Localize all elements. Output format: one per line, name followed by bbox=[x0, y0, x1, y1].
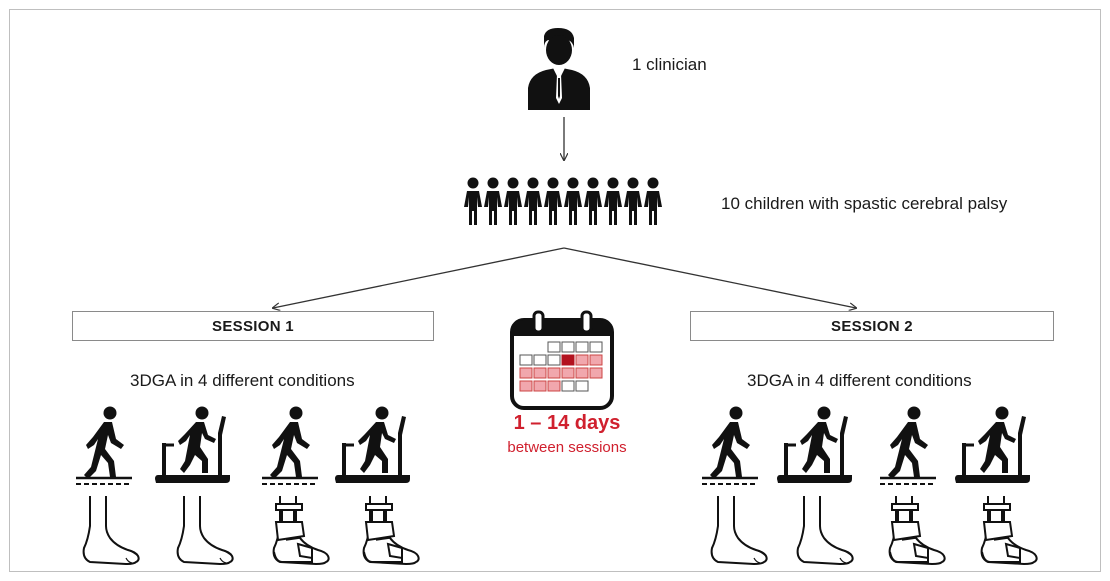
arrow-to-session-2 bbox=[563, 247, 856, 308]
calendar-day-cell bbox=[589, 354, 603, 366]
child-icon bbox=[544, 177, 562, 225]
child-icon bbox=[504, 177, 522, 225]
barefoot-icon bbox=[176, 496, 234, 565]
overground-walking-icon bbox=[74, 405, 134, 485]
calendar-day-cell bbox=[589, 367, 603, 379]
calendar-day-cell bbox=[561, 380, 575, 392]
diagram-frame bbox=[9, 9, 1101, 572]
child-icon bbox=[624, 177, 642, 225]
ankle-foot-orthosis-icon bbox=[362, 496, 420, 565]
treadmill-walking-icon bbox=[153, 405, 232, 485]
barefoot-icon bbox=[710, 496, 768, 565]
child-icon bbox=[644, 177, 662, 225]
session-1-title: SESSION 1 bbox=[212, 317, 294, 335]
children-icon-row bbox=[464, 177, 662, 225]
interval-caption: between sessions bbox=[507, 439, 627, 456]
session-1-conditions bbox=[74, 405, 420, 565]
calendar-day-cell bbox=[575, 354, 589, 366]
ankle-foot-orthosis-icon bbox=[980, 496, 1038, 565]
child-icon bbox=[564, 177, 582, 225]
clinician-icon bbox=[528, 28, 590, 110]
calendar-day-cell bbox=[561, 367, 575, 379]
calendar-day-cell bbox=[533, 380, 547, 392]
ankle-foot-orthosis-icon bbox=[888, 496, 946, 565]
child-icon bbox=[584, 177, 602, 225]
calendar-day-cell bbox=[547, 341, 561, 353]
ankle-foot-orthosis-icon bbox=[272, 496, 330, 565]
children-label: 10 children with spastic cerebral palsy bbox=[721, 194, 1008, 213]
calendar-day-cell bbox=[519, 380, 533, 392]
treadmill-walking-icon bbox=[953, 405, 1032, 485]
session-2-title: SESSION 2 bbox=[831, 317, 913, 335]
treadmill-walking-icon bbox=[775, 405, 854, 485]
calendar-icon bbox=[510, 310, 614, 410]
calendar-day-cell bbox=[561, 341, 575, 353]
calendar-day-cell bbox=[533, 367, 547, 379]
interval-days: 1 – 14 days bbox=[513, 412, 621, 434]
calendar-day-cell bbox=[533, 354, 547, 366]
overground-walking-icon bbox=[878, 405, 938, 485]
child-icon bbox=[464, 177, 482, 225]
calendar-day-cell bbox=[547, 380, 561, 392]
barefoot-icon bbox=[796, 496, 854, 565]
arrow-to-session-1 bbox=[273, 247, 565, 308]
overground-walking-icon bbox=[260, 405, 320, 485]
session-1-subtitle: 3DGA in 4 different conditions bbox=[130, 371, 355, 390]
calendar-day-cell bbox=[575, 367, 589, 379]
child-icon bbox=[484, 177, 502, 225]
clinician-label: 1 clinician bbox=[632, 55, 707, 74]
session-2-subtitle: 3DGA in 4 different conditions bbox=[747, 371, 972, 390]
calendar-day-cell bbox=[561, 354, 575, 366]
calendar-day-cell bbox=[519, 354, 533, 366]
session-2-conditions bbox=[700, 405, 1038, 565]
calendar-day-cell bbox=[575, 380, 589, 392]
calendar-day-cell bbox=[589, 341, 603, 353]
calendar-day-cell bbox=[519, 367, 533, 379]
overground-walking-icon bbox=[700, 405, 760, 485]
session-2-box: SESSION 2 bbox=[690, 311, 1054, 341]
session-1-box: SESSION 1 bbox=[72, 311, 434, 341]
calendar-day-cell bbox=[547, 354, 561, 366]
calendar-day-cell bbox=[575, 341, 589, 353]
child-icon bbox=[604, 177, 622, 225]
child-icon bbox=[524, 177, 542, 225]
treadmill-walking-icon bbox=[333, 405, 412, 485]
barefoot-icon bbox=[82, 496, 140, 565]
calendar-day-cell bbox=[547, 367, 561, 379]
